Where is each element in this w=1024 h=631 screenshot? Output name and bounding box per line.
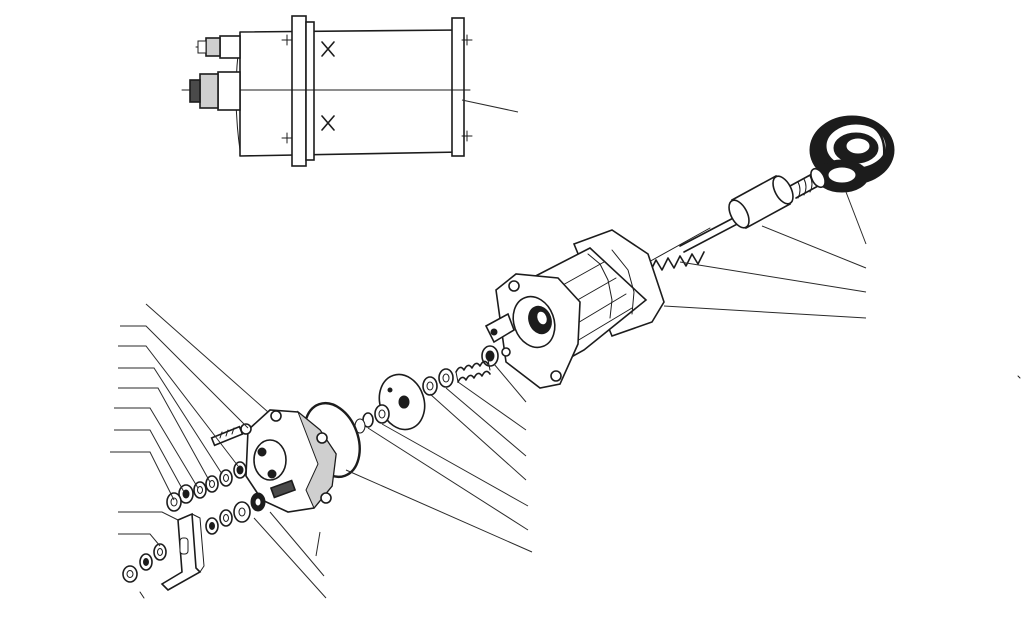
leader-lines-left bbox=[110, 303, 269, 547]
assembled-solenoid-view bbox=[181, 15, 519, 167]
contact-disc bbox=[378, 373, 426, 431]
terminal-stud-top bbox=[195, 35, 241, 59]
nut-washer-row-upper bbox=[166, 461, 247, 512]
end-cover bbox=[245, 409, 337, 513]
washer-set-upper bbox=[422, 368, 454, 396]
nut-washer-row-lower bbox=[205, 492, 266, 535]
coil-spring bbox=[455, 345, 499, 383]
leader-lines-right bbox=[253, 191, 867, 599]
return-spring-boot bbox=[809, 115, 895, 193]
solenoid-housing bbox=[484, 229, 665, 389]
terminal-bolt bbox=[210, 423, 252, 447]
terminal-stud-main bbox=[181, 71, 241, 111]
mounting-bracket bbox=[160, 512, 205, 591]
plunger bbox=[679, 167, 826, 253]
bracket-fasteners bbox=[122, 543, 167, 599]
washer-set-lower bbox=[354, 404, 390, 434]
scan-speck bbox=[1017, 375, 1021, 379]
